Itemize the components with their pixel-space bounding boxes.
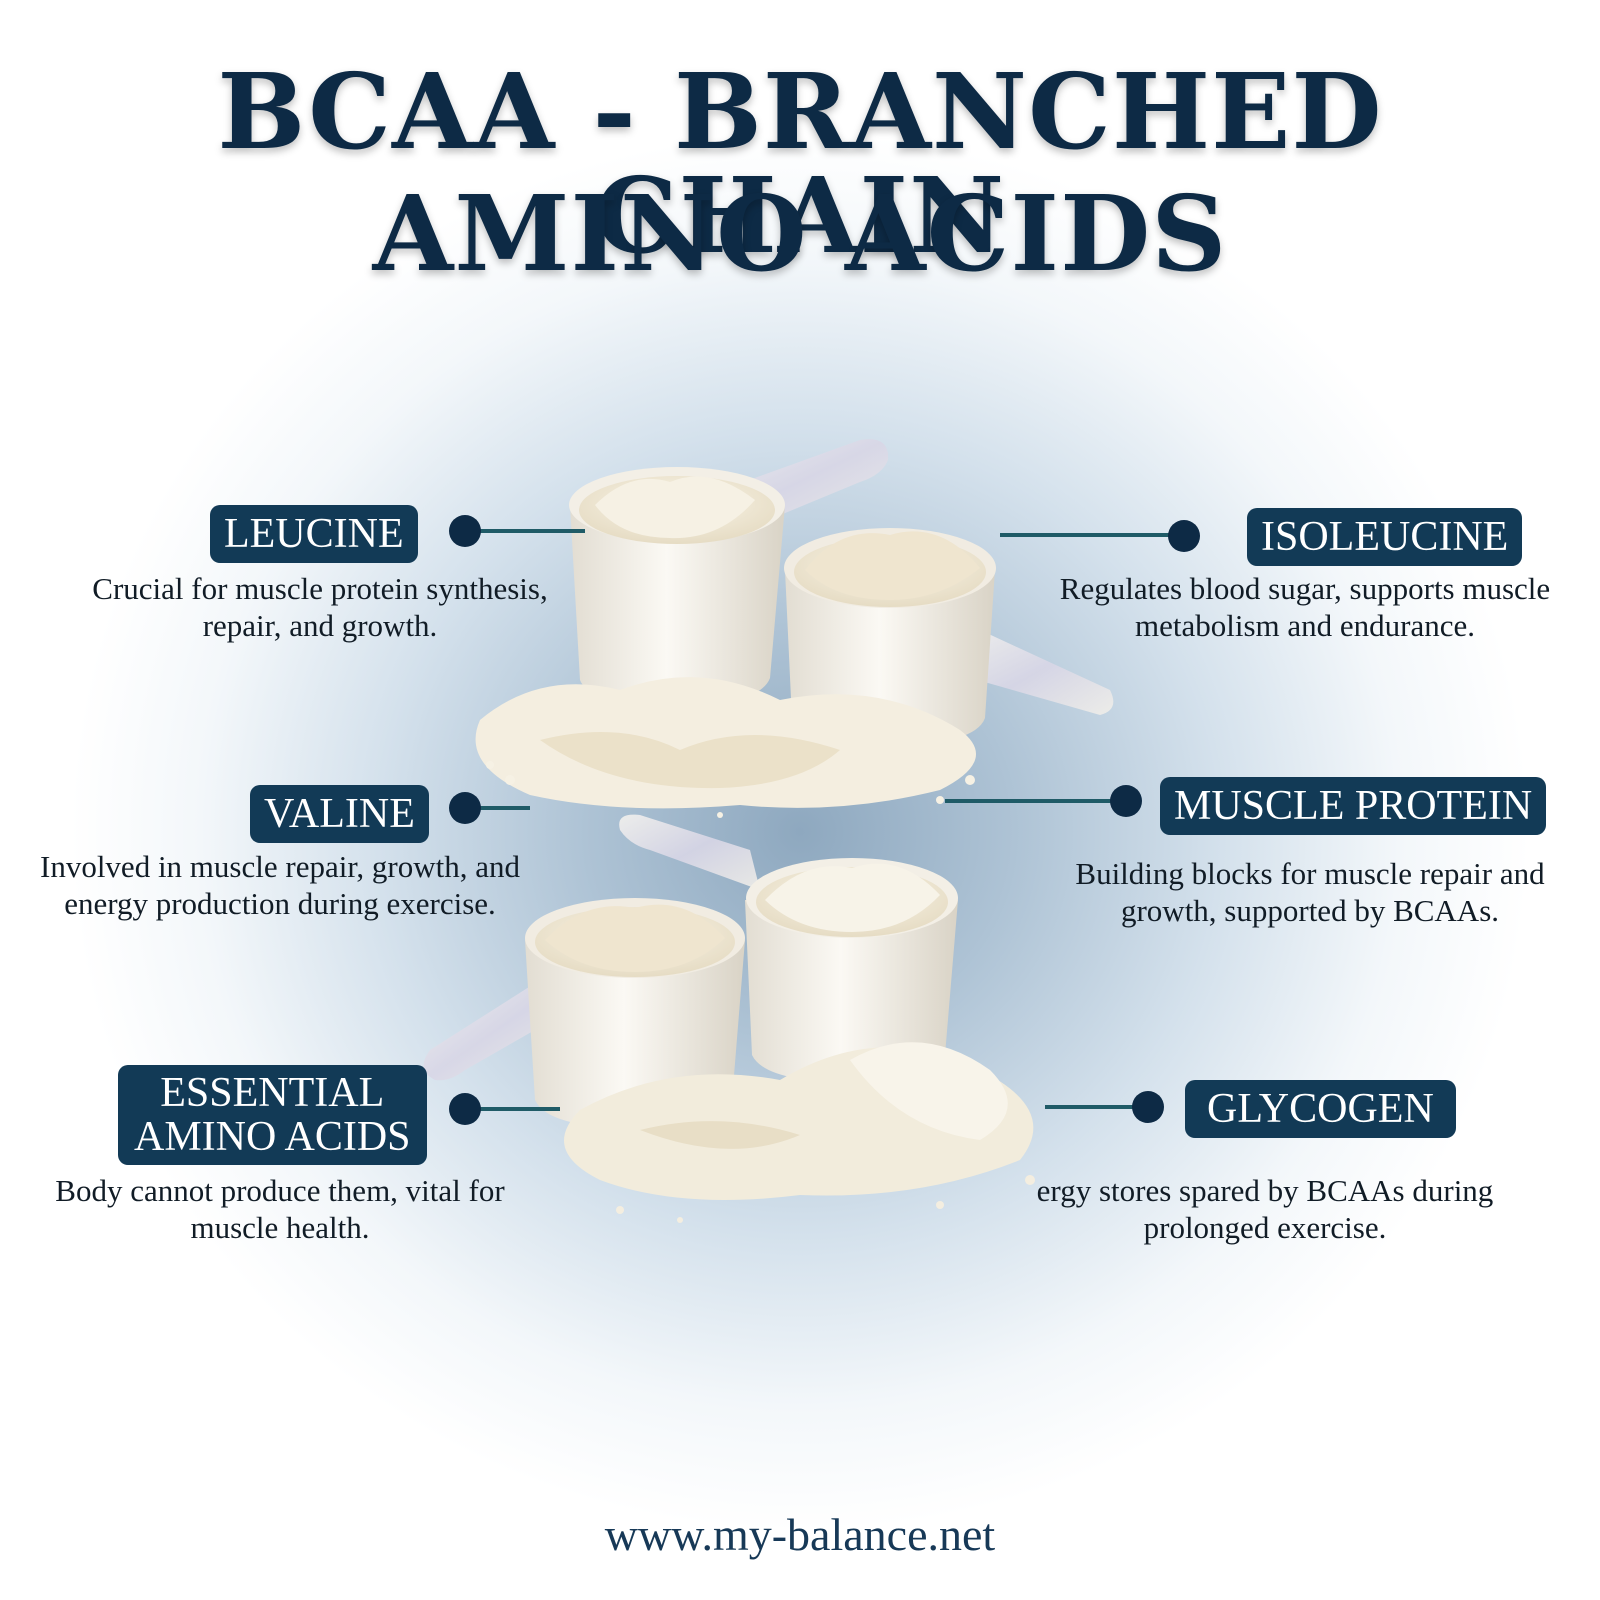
- description-valine-line-1: Involved in muscle repair, growth, and: [40, 849, 520, 884]
- description-muscle-protein: Building blocks for muscle repair and gr…: [1030, 855, 1590, 929]
- connector-glycogen: [1045, 1105, 1145, 1109]
- powder-pile-bottom: [564, 1042, 1035, 1223]
- website-url: www.my-balance.net: [604, 1509, 996, 1560]
- label-isoleucine: ISOLEUCINE: [1247, 508, 1523, 567]
- connector-muscle-protein: [945, 799, 1120, 803]
- description-muscle-protein-line-2: growth, supported by BCAAs.: [1120, 893, 1500, 928]
- description-essential-amino-acids: Body cannot produce them, vital for musc…: [20, 1172, 540, 1246]
- powder-pile-middle: [475, 677, 976, 818]
- description-essential-amino-acids-line-2: muscle health.: [190, 1210, 370, 1245]
- scoop-top-left: [569, 439, 889, 705]
- page-title-line-2: AMINO ACIDS: [372, 172, 1228, 295]
- label-essential-amino-acids-line-2: AMINO ACIDS: [134, 1114, 411, 1161]
- page-title-line-1: BCAA - BRANCHED CHAIN: [217, 50, 1383, 277]
- connector-dot-essential-amino-acids: [449, 1093, 481, 1125]
- connector-dot-isoleucine: [1168, 520, 1200, 552]
- description-leucine-line-2: repair, and growth.: [202, 608, 438, 643]
- powder-scoops-image: [423, 439, 1114, 1223]
- scoop-top-right: [784, 528, 1114, 745]
- label-muscle-protein: MUSCLE PROTEIN: [1160, 777, 1547, 836]
- connector-dot-valine: [449, 792, 481, 824]
- connector-valine: [470, 806, 530, 810]
- description-isoleucine-line-1: Regulates blood sugar, supports muscle: [1059, 571, 1551, 606]
- description-glycogen-line-1: ergy stores spared by BCAAs during: [1036, 1173, 1494, 1208]
- description-essential-amino-acids-line-1: Body cannot produce them, vital for: [55, 1173, 505, 1208]
- description-valine-line-2: energy production during exercise.: [64, 886, 496, 921]
- scoop-bottom-right: [619, 814, 958, 1082]
- description-isoleucine-line-2: metabolism and endurance.: [1134, 608, 1476, 643]
- connector-dot-muscle-protein: [1110, 785, 1142, 817]
- connector-leucine: [465, 529, 585, 533]
- label-essential-amino-acids-line-1: ESSENTIAL: [160, 1070, 385, 1116]
- label-essential-amino-acids: ESSENTIAL AMINO ACIDS: [118, 1065, 427, 1166]
- description-muscle-protein-line-1: Building blocks for muscle repair and: [1075, 856, 1545, 891]
- description-glycogen-line-2: prolonged exercise.: [1143, 1210, 1387, 1245]
- description-valine: Involved in muscle repair, growth, and e…: [10, 848, 550, 922]
- connector-essential-amino-acids: [470, 1107, 560, 1111]
- description-leucine-line-1: Crucial for muscle protein synthesis,: [92, 571, 548, 606]
- connector-dot-glycogen: [1132, 1091, 1164, 1123]
- connector-isoleucine: [1000, 533, 1180, 537]
- label-glycogen: GLYCOGEN: [1185, 1080, 1456, 1139]
- label-leucine: LEUCINE: [210, 505, 418, 564]
- connector-dot-leucine: [449, 515, 481, 547]
- label-valine: VALINE: [250, 785, 429, 844]
- description-glycogen: ergy stores spared by BCAAs during prolo…: [1000, 1172, 1530, 1246]
- description-isoleucine: Regulates blood sugar, supports muscle m…: [1025, 570, 1585, 644]
- description-leucine: Crucial for muscle protein synthesis, re…: [40, 570, 600, 644]
